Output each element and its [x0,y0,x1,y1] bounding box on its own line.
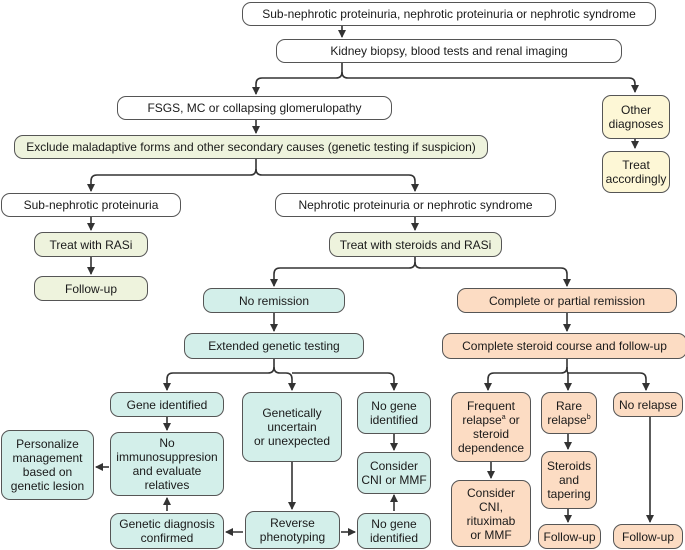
node-no-immunosuppression: No immunosuppresion and evaluate relativ… [110,432,224,496]
node-nephrotic-syndrome: Nephrotic proteinuria or nephrotic syndr… [275,193,556,217]
node-followup-tapering-label: Follow-up [543,529,596,544]
node-remission-label: Complete or partial remission [488,293,646,308]
arrow-course-norelapse [567,372,650,391]
node-rare-relapse-label: Rare relapseb [547,399,590,427]
node-exclude-secondary-label: Exclude maladaptive forms and other seco… [26,140,476,154]
node-genetically-uncertain: Genetically uncertain or unexpected [242,392,342,462]
node-no-remission-label: No remission [238,293,310,308]
rare-relapse-footnote: b [586,414,591,421]
arrow-steroids-branch [270,256,416,287]
node-reverse-phenotyping: Reverse phenotyping [245,511,340,549]
node-no-gene-identified: No gene identified [357,392,431,434]
arrow-course-branch [484,358,568,391]
arrow-genetic-uncertain [273,366,296,391]
node-gene-identified: Gene identified [110,392,224,417]
node-exclude-secondary: Exclude maladaptive forms and other seco… [14,135,488,159]
node-treat-steroids-rasi: Treat with steroids and RASi [329,232,502,257]
node-followup-rasi: Follow-up [34,276,148,301]
node-no-gene-identified-2-label: No gene identified [369,517,419,545]
node-followup-norelapse: Follow-up [613,524,683,549]
frequent-relapse-footnote: a [501,414,506,421]
node-treat-rasi-label: Treat with RASi [49,237,133,252]
node-genetically-uncertain-label: Genetically uncertain or unexpected [253,406,331,448]
node-subnephrotic-proteinuria-label: Sub-nephrotic proteinuria [23,198,159,212]
node-personalize-management: Personalize management based on genetic … [1,430,94,500]
node-steroids-tapering-label: Steroids and tapering [546,459,592,501]
node-steroids-tapering: Steroids and tapering [541,451,597,509]
arrow-exclude-branch [87,158,257,192]
arrow-course-rare [564,366,572,391]
arrow-workup-branch [252,62,343,95]
node-no-immunosuppression-label: No immunosuppresion and evaluate relativ… [116,436,218,492]
node-rare-relapse: Rare relapseb [541,392,597,434]
node-extended-genetic-testing: Extended genetic testing [184,333,364,359]
node-initial-workup-label: Kidney biopsy, blood tests and renal ima… [330,44,568,58]
node-treat-accordingly: Treat accordingly [602,151,670,193]
node-followup-tapering: Follow-up [538,524,601,549]
node-treat-steroids-rasi-label: Treat with steroids and RASi [339,237,492,252]
node-nephrotic-syndrome-label: Nephrotic proteinuria or nephrotic syndr… [298,198,533,212]
node-treat-rasi: Treat with RASi [34,232,148,257]
node-initial-presentation-label: Sub-nephrotic proteinuria, nephrotic pro… [262,7,636,21]
node-consider-cni-mmf-label: Consider CNI or MMF [361,459,427,487]
node-other-diagnoses-label: Other diagnoses [608,103,664,131]
node-consider-cni-rituximab-mmf-label: Consider CNI, rituximab or MMF [466,485,516,542]
node-genetic-diagnosis-confirmed: Genetic diagnosis confirmed [110,513,224,549]
node-treat-accordingly-label: Treat accordingly [605,158,667,186]
frequent-relapse-text: Frequent relapse [462,399,515,427]
node-extended-genetic-testing-label: Extended genetic testing [208,339,340,353]
node-followup-norelapse-label: Follow-up [621,529,675,544]
node-remission: Complete or partial remission [457,288,677,313]
node-no-relapse-label: No relapse [618,397,678,412]
node-fsgs-mc-collapsing: FSGS, MC or collapsing glomerulopathy [117,96,392,120]
node-subnephrotic-proteinuria: Sub-nephrotic proteinuria [1,193,181,217]
node-consider-cni-rituximab-mmf: Consider CNI, rituximab or MMF [451,480,531,547]
node-complete-steroid-course: Complete steroid course and follow-up [442,333,685,359]
node-reverse-phenotyping-label: Reverse phenotyping [259,516,326,544]
arrow-workup-other [341,71,639,93]
node-no-remission: No remission [203,288,345,313]
node-frequent-relapse-label: Frequent relapsea or steroid dependence [458,399,524,455]
node-no-relapse: No relapse [613,392,683,417]
arrow-genetic-nogene [292,372,398,391]
node-gene-identified-label: Gene identified [126,397,208,412]
arrow-genetic-branch [163,358,275,391]
node-consider-cni-mmf: Consider CNI or MMF [357,452,431,494]
frequent-relapse-text-rest: or steroid dependence [457,413,525,455]
node-no-gene-identified-label: No gene identified [369,399,419,427]
node-personalize-management-label: Personalize management based on genetic … [10,437,85,493]
node-complete-steroid-course-label: Complete steroid course and follow-up [462,339,667,353]
node-followup-rasi-label: Follow-up [64,281,118,296]
arrow-steroids-remission [414,261,571,287]
node-initial-presentation: Sub-nephrotic proteinuria, nephrotic pro… [242,2,656,26]
rare-relapse-text: Rare relapse [547,399,587,427]
arrow-exclude-nephrotic [255,168,419,192]
node-other-diagnoses: Other diagnoses [602,95,670,139]
node-genetic-diagnosis-confirmed-label: Genetic diagnosis confirmed [119,517,215,545]
node-no-gene-identified-2: No gene identified [357,513,431,549]
node-initial-workup: Kidney biopsy, blood tests and renal ima… [276,39,622,63]
node-frequent-relapse: Frequent relapsea or steroid dependence [451,392,531,462]
node-fsgs-mc-collapsing-label: FSGS, MC or collapsing glomerulopathy [147,101,362,115]
